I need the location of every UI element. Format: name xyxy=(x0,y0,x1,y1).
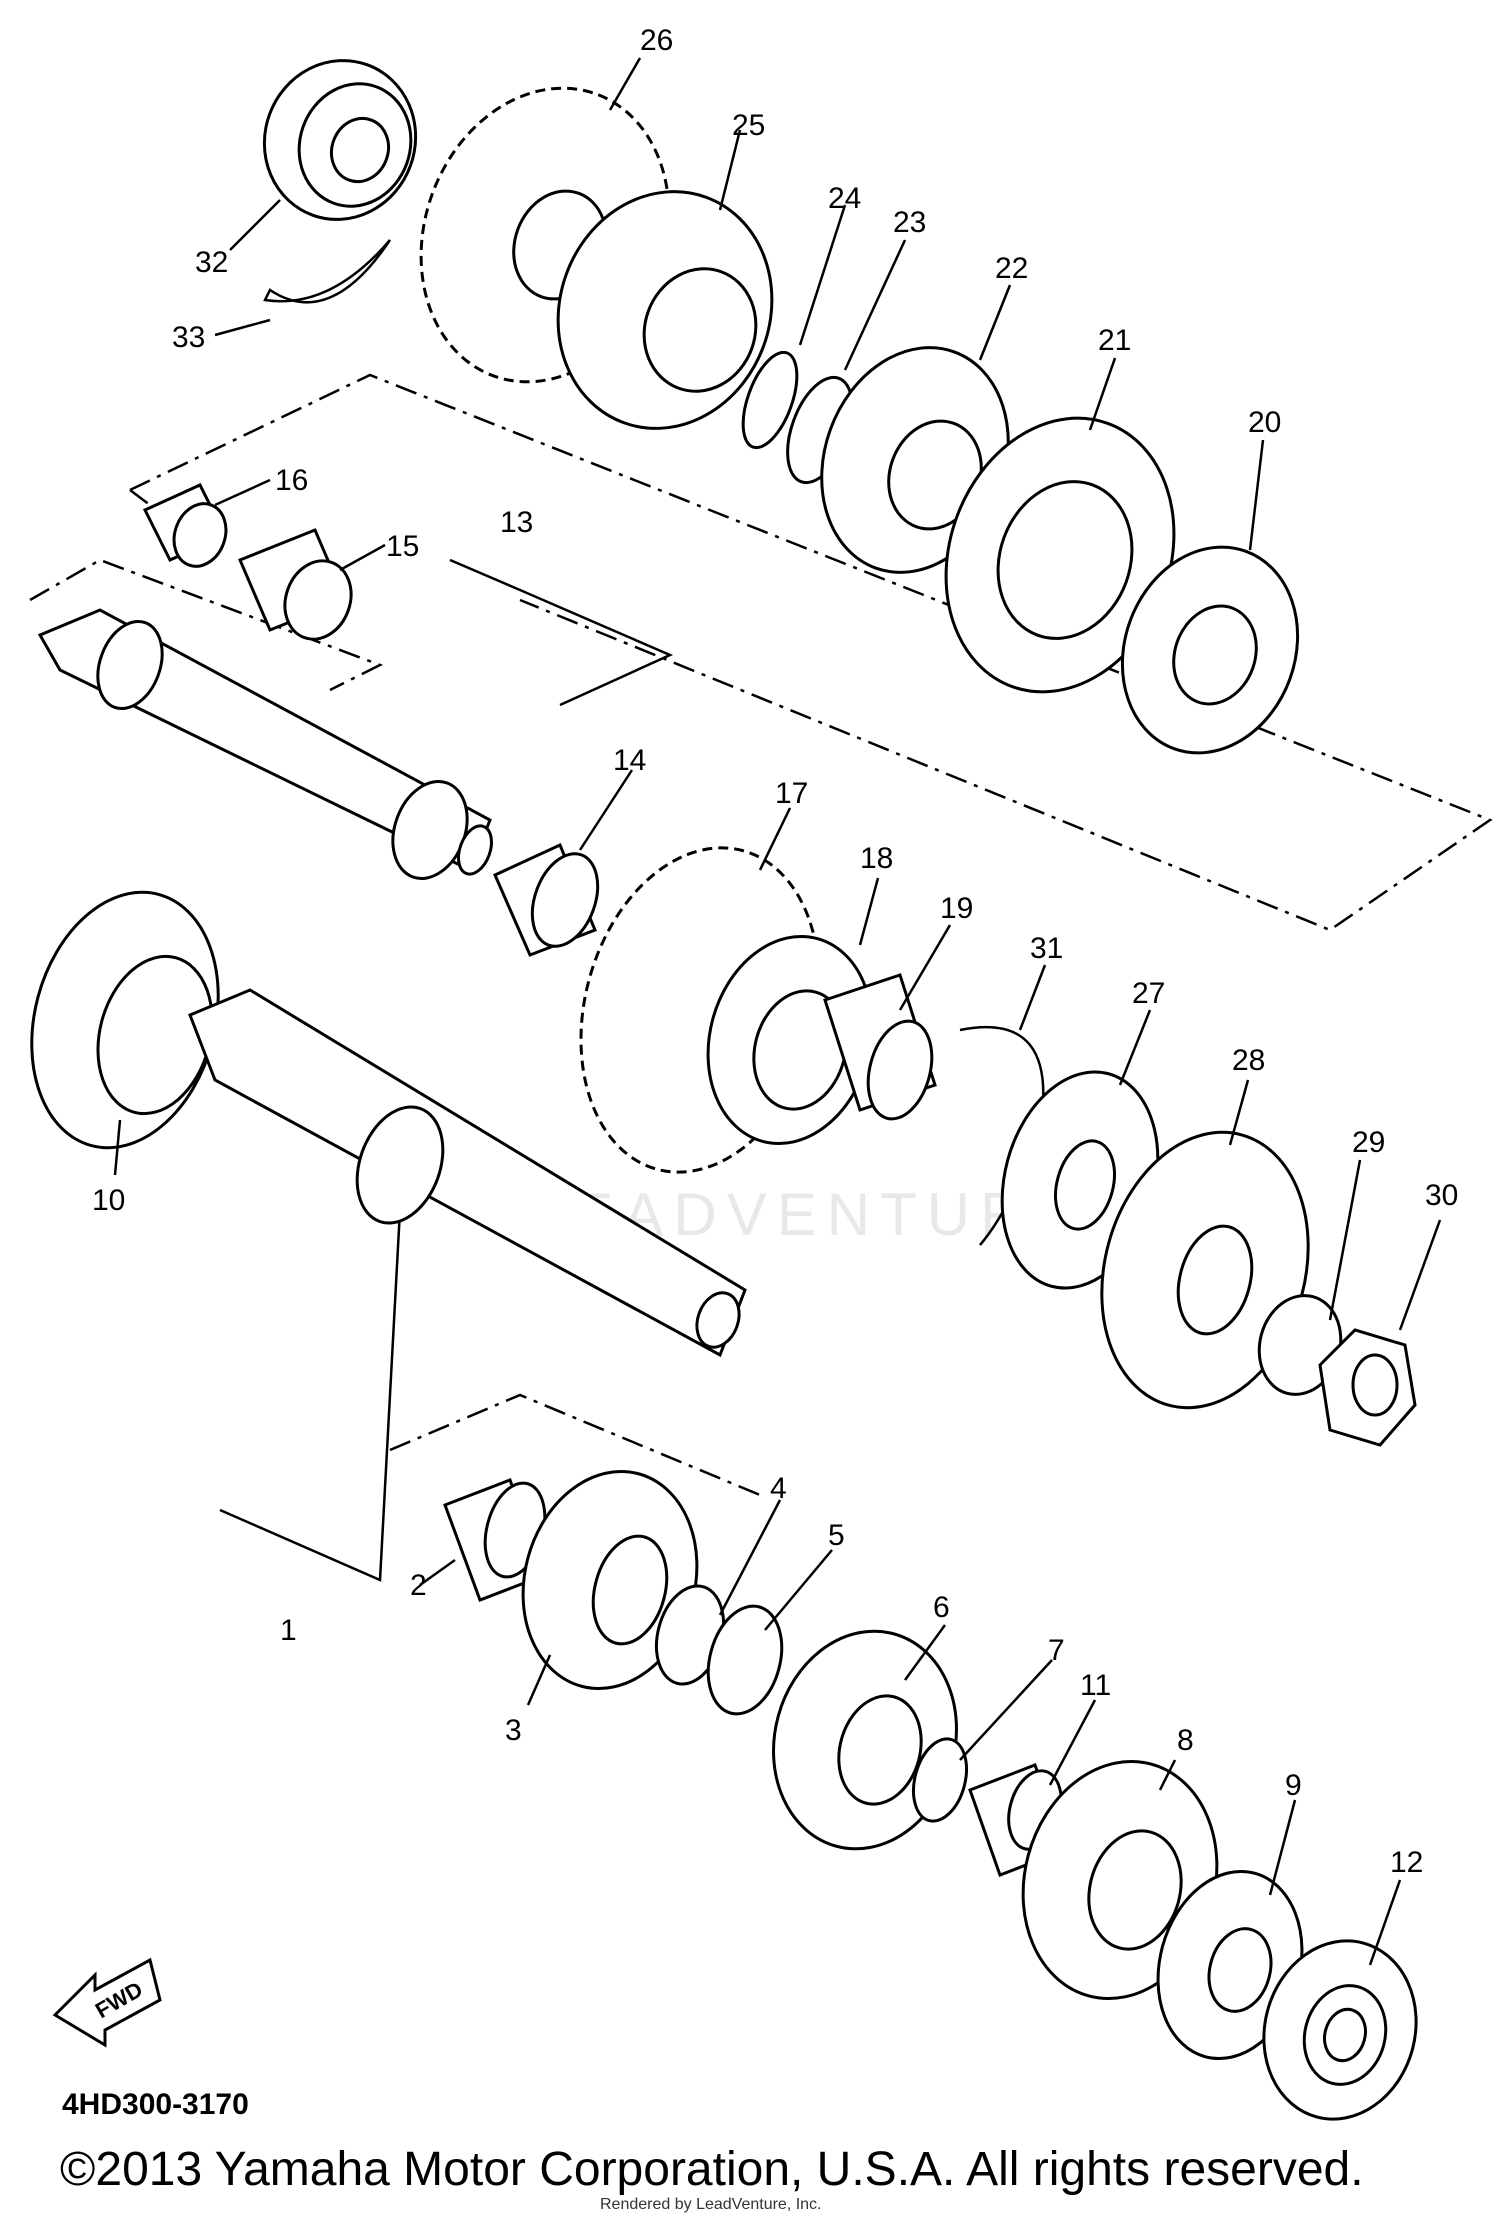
callout-16: 16 xyxy=(275,464,308,497)
main-axle-group-outline xyxy=(129,373,1493,932)
collar-19 xyxy=(823,973,937,1121)
bearing-14 xyxy=(493,842,600,957)
callout-15: 15 xyxy=(386,530,419,563)
callout-4: 4 xyxy=(770,1472,787,1505)
copyright-notice: ©2013 Yamaha Motor Corporation, U.S.A. A… xyxy=(60,2143,1364,2196)
bracket-13-14 xyxy=(449,558,674,707)
callout-21: 21 xyxy=(1098,324,1131,357)
gear-21 xyxy=(944,416,1176,694)
callout-6: 6 xyxy=(933,1591,950,1624)
callout-17: 17 xyxy=(775,777,808,810)
shaft-outline xyxy=(29,558,384,692)
callout-30: 30 xyxy=(1425,1179,1458,1212)
callout-2: 2 xyxy=(410,1569,427,1602)
bearing-12 xyxy=(1262,1939,1418,2121)
callout-12: 12 xyxy=(1390,1846,1423,1879)
callout-14: 14 xyxy=(613,744,646,777)
callout-23: 23 xyxy=(893,206,926,239)
callout-8: 8 xyxy=(1177,1724,1194,1757)
assembly-outlines xyxy=(29,373,1493,1582)
callout-31: 31 xyxy=(1030,932,1063,965)
callout-20: 20 xyxy=(1248,406,1281,439)
diagram-code: 4HD300-3170 xyxy=(62,2088,249,2121)
bearing-32 xyxy=(262,59,418,221)
callout-11: 11 xyxy=(1080,1669,1111,1702)
sprocket-28 xyxy=(1100,1130,1310,1410)
washer-7 xyxy=(912,1737,968,1823)
washer-24 xyxy=(741,350,799,450)
callout-26: 26 xyxy=(640,24,673,57)
gear-20 xyxy=(1120,545,1300,755)
collar-15 xyxy=(238,528,353,641)
callout-28: 28 xyxy=(1232,1044,1265,1077)
callout-24: 24 xyxy=(828,182,861,215)
callout-25: 25 xyxy=(732,109,765,142)
callout-13: 13 xyxy=(500,506,533,539)
nut-30 xyxy=(1318,1328,1417,1447)
render-credit: Rendered by LeadVenture, Inc. xyxy=(600,2196,822,2213)
callout-33: 33 xyxy=(172,321,205,354)
callout-7: 7 xyxy=(1048,1634,1065,1667)
callout-19: 19 xyxy=(940,892,973,925)
collar-16 xyxy=(142,483,228,568)
bearing-10 xyxy=(30,890,220,1150)
callout-27: 27 xyxy=(1132,977,1165,1010)
fwd-arrow-icon: FWD xyxy=(52,1957,162,2048)
callout-18: 18 xyxy=(860,842,893,875)
bracket-1 xyxy=(219,1209,402,1582)
drive-axle xyxy=(188,988,747,1358)
gear-25 xyxy=(556,190,774,430)
callout-10: 10 xyxy=(92,1184,125,1217)
callout-1: 1 xyxy=(280,1614,297,1647)
leader-lines xyxy=(113,57,1442,1966)
lower-gear-outline xyxy=(389,1393,761,1497)
circlip-33 xyxy=(263,239,392,304)
main-axle-13 xyxy=(37,608,493,880)
gear-6 xyxy=(772,1629,958,1851)
callout-32: 32 xyxy=(195,246,228,279)
collar-group-outline xyxy=(129,489,151,506)
callout-numbers: 26 25 24 23 22 21 20 32 33 16 15 13 14 1… xyxy=(92,24,1458,1879)
callout-29: 29 xyxy=(1352,1126,1385,1159)
circlip-5 xyxy=(706,1604,784,1716)
callout-22: 22 xyxy=(995,252,1028,285)
callout-9: 9 xyxy=(1285,1769,1302,1802)
gear-3 xyxy=(521,1469,699,1691)
callout-5: 5 xyxy=(828,1519,845,1552)
callout-3: 3 xyxy=(505,1714,522,1747)
